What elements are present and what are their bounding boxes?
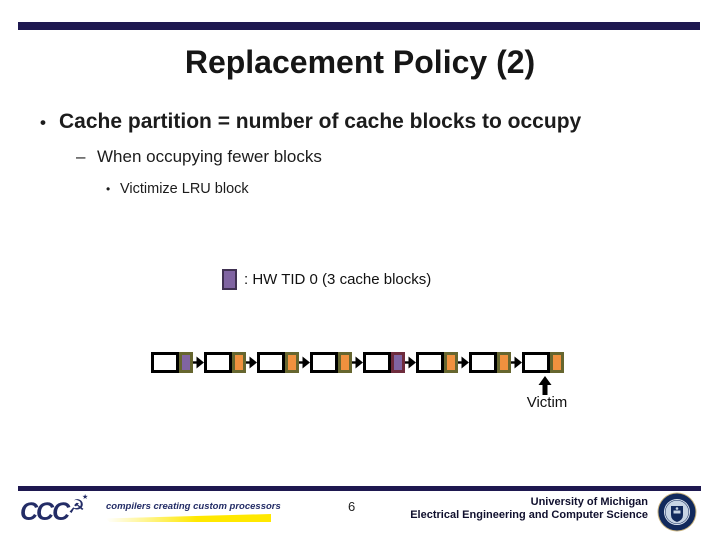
ccc-logo: CCC ☭ ★ compilers creating custom proces…	[20, 494, 281, 532]
cache-block-tag-orange	[232, 352, 246, 373]
victim-label: Victim	[526, 394, 568, 411]
ccc-logo-letters: CCC	[20, 498, 70, 526]
top-accent-bar	[18, 22, 700, 30]
slide-title: Replacement Policy (2)	[184, 44, 536, 80]
bullet-level3: • Victimize LRU block	[106, 181, 249, 197]
cache-block-body	[522, 352, 550, 373]
cache-block-tag-purple	[179, 352, 193, 373]
bullet-level1-text: Cache partition = number of cache blocks…	[59, 110, 582, 133]
hammer-sickle-icon: ☭	[68, 497, 86, 518]
legend: : HW TID 0 (3 cache blocks)	[222, 269, 431, 290]
cache-block-tag-orange	[550, 352, 564, 373]
bullet-dot-icon: •	[40, 113, 46, 132]
cache-block-body	[204, 352, 232, 373]
bullet-dot-icon: •	[106, 182, 111, 196]
bullet-level3-text: Victimize LRU block	[120, 181, 249, 197]
cache-block-tag-purple	[391, 352, 405, 373]
university-department: Electrical Engineering and Computer Scie…	[410, 509, 648, 521]
legend-swatch-purple	[222, 269, 237, 290]
cache-block-node-victim	[522, 352, 564, 373]
next-pointer-arrow-icon	[193, 356, 204, 369]
university-seal-icon	[657, 492, 697, 532]
cache-block-body	[257, 352, 285, 373]
star-icon: ★	[82, 494, 89, 501]
next-pointer-arrow-icon	[246, 356, 257, 369]
cache-block-node	[416, 352, 458, 373]
page-number: 6	[348, 499, 356, 514]
cache-block-body	[469, 352, 497, 373]
cache-block-tag-orange	[444, 352, 458, 373]
yellow-swoosh	[106, 514, 271, 522]
next-pointer-arrow-icon	[458, 356, 469, 369]
ccc-tagline: compilers creating custom processors	[106, 501, 281, 512]
university-name: University of Michigan	[530, 496, 648, 508]
cache-block-node	[363, 352, 405, 373]
bullet-level1: • Cache partition = number of cache bloc…	[40, 110, 581, 134]
cache-block-node	[469, 352, 511, 373]
cache-block-body	[151, 352, 179, 373]
footer-accent-line	[18, 486, 701, 491]
cache-block-tag-orange	[338, 352, 352, 373]
cache-block-body	[310, 352, 338, 373]
victim-up-arrow-icon	[538, 376, 552, 395]
next-pointer-arrow-icon	[299, 356, 310, 369]
next-pointer-arrow-icon	[511, 356, 522, 369]
linked-list-row	[151, 352, 571, 373]
dash-marker-icon: –	[76, 147, 86, 166]
next-pointer-arrow-icon	[405, 356, 416, 369]
cache-block-tag-orange	[285, 352, 299, 373]
cache-block-diagram: Victim	[151, 352, 571, 422]
cache-block-tag-orange	[497, 352, 511, 373]
cache-block-node	[257, 352, 299, 373]
cache-block-node	[310, 352, 352, 373]
cache-block-body	[363, 352, 391, 373]
cache-block-body	[416, 352, 444, 373]
cache-block-node	[151, 352, 193, 373]
legend-label: : HW TID 0 (3 cache blocks)	[244, 271, 432, 288]
bullet-level2-text: When occupying fewer blocks	[97, 147, 322, 166]
cache-block-node	[204, 352, 246, 373]
next-pointer-arrow-icon	[352, 356, 363, 369]
university-credit: University of Michigan Electrical Engine…	[410, 496, 648, 522]
bullet-level2: – When occupying fewer blocks	[76, 147, 322, 167]
